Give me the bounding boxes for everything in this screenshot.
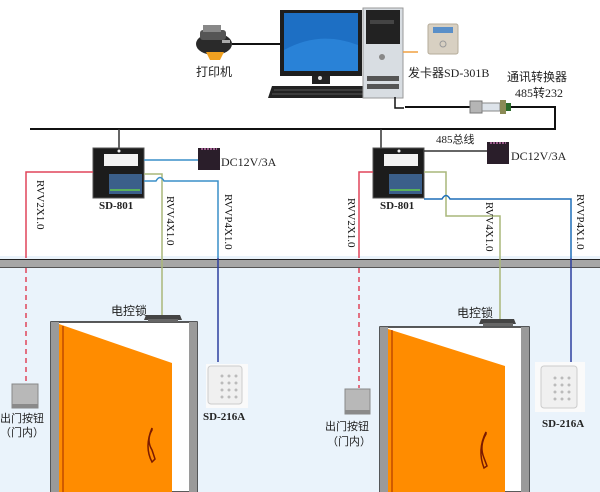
controller-icon	[372, 147, 425, 199]
pc-tower-icon	[362, 7, 404, 99]
reader-wire-upper	[424, 194, 572, 258]
unit-1	[11, 129, 248, 492]
door-handle-icon	[147, 427, 156, 464]
card-issuer-label: 发卡器SD-301B	[408, 66, 490, 80]
cable-exit-button-label: RVV2X1.0	[345, 198, 357, 248]
door-icon	[50, 321, 198, 492]
exit-button-wire	[25, 171, 93, 258]
lock-wire	[144, 173, 163, 318]
card-reader-icon	[206, 364, 248, 408]
controller-icon	[92, 147, 145, 199]
cable-reader-label: RVVP4X1.0	[574, 194, 586, 250]
lock-label: 电控锁	[457, 306, 494, 320]
exit-button-label-line1: 出门按钮	[0, 413, 44, 425]
exit-button-icon	[344, 388, 371, 415]
reader-label: SD-216A	[542, 418, 585, 430]
electric-lock-icon	[144, 315, 182, 322]
lock-wire	[424, 171, 501, 325]
card-reader-icon	[535, 362, 585, 412]
bus-label: 485总线	[436, 134, 475, 146]
converter-label-line2: 485转232	[515, 86, 564, 100]
converter-bus-cable	[511, 106, 556, 128]
cable-lock-label: RVV4X1.0	[483, 202, 495, 252]
power-supply-icon	[198, 148, 220, 170]
pc-converter-cable	[394, 97, 404, 109]
card-issuer-icon	[427, 23, 459, 55]
cable-reader-label: RVVP4X1.0	[222, 194, 234, 250]
door-icon	[379, 326, 530, 492]
converter-label-line1: 通讯转换器	[507, 70, 568, 84]
exit-button-wire	[358, 171, 373, 258]
printer-icon	[196, 25, 232, 60]
exit-button-label-line2: （门内）	[327, 436, 371, 448]
power-label: DC12V/3A	[221, 155, 277, 169]
reader-wire-upper	[144, 176, 219, 258]
keyboard-icon	[268, 86, 372, 98]
printer-label: 打印机	[196, 65, 233, 79]
ceiling-line	[0, 259, 600, 268]
exit-button-label-line2: （门内）	[0, 427, 44, 439]
cable-lock-label: RVV4X1.0	[164, 196, 176, 246]
power-supply-icon	[487, 142, 509, 164]
unit-2	[344, 129, 585, 492]
exit-button-label-line1: 出门按钮	[325, 421, 369, 433]
converter-icon	[469, 100, 511, 114]
reader-label: SD-216A	[203, 411, 246, 423]
exit-button-icon	[11, 383, 39, 409]
cable-exit-button-label: RVV2X1.0	[34, 180, 46, 230]
lock-label: 电控锁	[111, 304, 148, 318]
door-handle-icon	[480, 431, 488, 470]
power-label: DC12V/3A	[511, 149, 567, 163]
electric-lock-icon	[479, 319, 516, 326]
controller-label: SD-801	[99, 200, 134, 212]
controller-label: SD-801	[380, 200, 415, 212]
monitor-icon	[280, 10, 362, 84]
